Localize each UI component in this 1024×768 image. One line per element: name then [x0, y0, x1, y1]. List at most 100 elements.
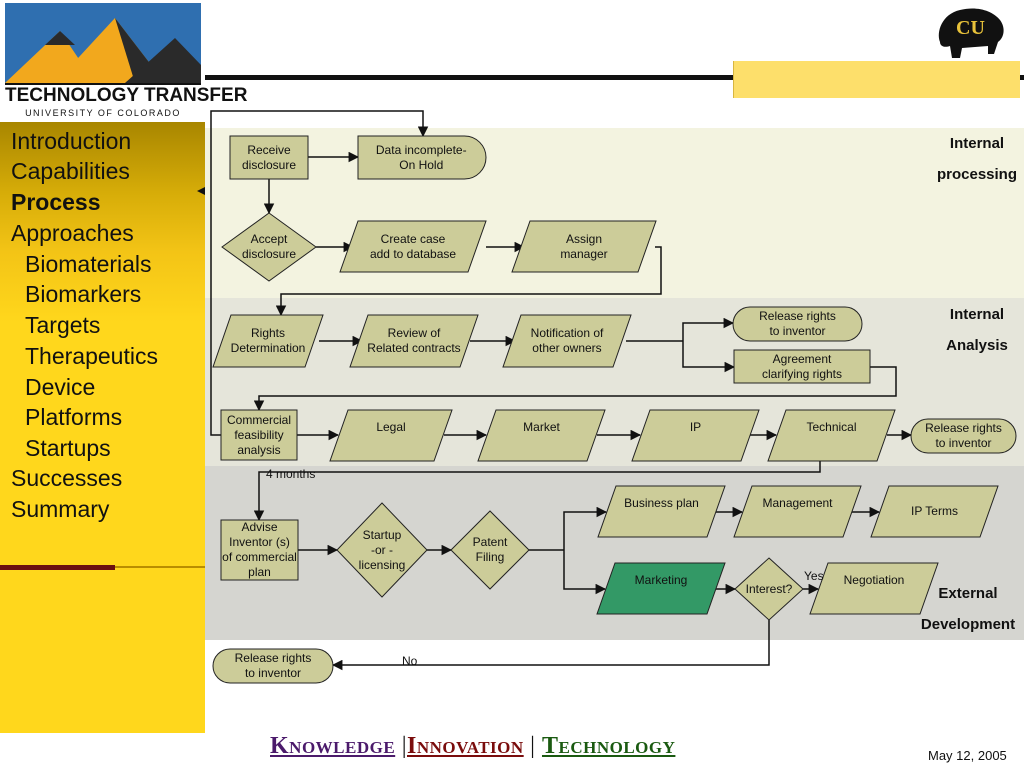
node-ip	[631, 409, 760, 462]
header-accent-box	[733, 61, 1020, 98]
cu-buffalo-logo: CU	[932, 2, 1008, 60]
node-label-line: Accept	[250, 232, 288, 246]
sidebar-item-device[interactable]: Device	[25, 374, 96, 400]
edge-interest-to-release-3	[331, 620, 770, 671]
node-notification-other-owners	[502, 314, 632, 368]
node-market	[477, 409, 606, 462]
node-label-line: Rights	[250, 326, 286, 340]
node-label-line: Notification of	[530, 326, 604, 340]
sidebar-divider-accent	[115, 566, 205, 568]
node-label-line: disclosure	[241, 247, 297, 261]
node-label-line: disclosure	[241, 157, 297, 172]
edge-return-loop	[210, 110, 429, 436]
edge-label-4-months: 4 months	[266, 467, 316, 481]
footer-separator: |	[401, 733, 407, 759]
sidebar-item-capabilities[interactable]: Capabilities	[11, 158, 130, 184]
node-release-rights-2	[910, 418, 1017, 454]
node-label-line: IP Terms	[911, 504, 958, 518]
sidebar-item-successes[interactable]: Successes	[11, 465, 123, 491]
node-label-line: plan	[248, 565, 271, 579]
sidebar-item-summary[interactable]: Summary	[11, 496, 110, 522]
node-label-line: manager	[560, 247, 608, 261]
edge-assign-to-rights	[275, 246, 662, 317]
header-rule	[205, 75, 1024, 80]
lane-label-line: Analysis	[946, 337, 1008, 354]
edge-branch-to-agreement	[682, 341, 736, 373]
node-label-line: Data incomplete-	[375, 142, 467, 157]
sidebar	[0, 122, 205, 733]
buffalo-icon: CU	[938, 8, 1004, 58]
footer-separator: |	[530, 733, 536, 759]
edge-patent-to-marketing	[563, 550, 607, 595]
svg-text:CU: CU	[956, 17, 985, 39]
node-label-line: Receive	[247, 142, 291, 157]
sidebar-item-therapeutics[interactable]: Therapeutics	[25, 343, 158, 369]
node-data-incomplete	[357, 135, 487, 180]
node-label-line: add to database	[369, 247, 457, 261]
sidebar-item-introduction[interactable]: Introduction	[11, 128, 132, 154]
node-label-line: to inventor	[244, 666, 302, 680]
node-label-line: IP	[689, 420, 702, 434]
node-patent-filing	[450, 510, 530, 590]
footer-knowledge: Knowledge	[270, 733, 396, 759]
node-create-case	[339, 220, 487, 273]
node-label-negotiation: Negotiation	[844, 573, 905, 588]
sidebar-item-targets[interactable]: Targets	[25, 312, 101, 338]
node-ip-terms	[870, 485, 999, 538]
node-label-data-incomplete: Data incomplete-On Hold	[376, 143, 467, 173]
logo-title: TECHNOLOGY TRANSFER	[5, 85, 248, 106]
node-rights-determination	[212, 314, 324, 368]
node-label-marketing: Marketing	[635, 573, 688, 588]
node-label-line: of commercial	[222, 550, 297, 564]
logo	[5, 3, 201, 120]
footer-innovation: Innovation	[407, 733, 524, 759]
node-label-ip-terms: IP Terms	[911, 504, 958, 519]
logo-subtitle: UNIVERSITY OF COLORADO	[25, 108, 181, 118]
node-legal	[329, 409, 453, 462]
lane-label-line: External	[938, 585, 998, 602]
node-label-line: Related contracts	[367, 341, 461, 355]
slide-date: May 12, 2005	[928, 748, 1007, 763]
node-label-line: Business plan	[624, 496, 699, 510]
node-negotiation	[809, 562, 939, 615]
node-label-line: Review of	[387, 326, 441, 340]
node-label-line: Technical	[806, 420, 857, 434]
sidebar-item-startups[interactable]: Startups	[25, 435, 111, 461]
sidebar-item-platforms[interactable]: Platforms	[25, 404, 123, 430]
node-label-line: Determination	[230, 341, 306, 355]
node-label-line: Filing	[475, 550, 505, 564]
node-accept-disclosure	[221, 212, 317, 282]
node-label-business-plan: Business plan	[624, 496, 699, 511]
node-label-line: Assign	[565, 232, 603, 246]
sidebar-item-process[interactable]: Process	[11, 189, 101, 215]
node-label-line: other owners	[532, 341, 602, 355]
node-label-startup-or-licensing: Startup-or -licensing	[359, 528, 406, 573]
node-label-line: Advise	[241, 520, 278, 534]
node-label-line: -or -	[370, 542, 393, 557]
sidebar-item-approaches[interactable]: Approaches	[11, 220, 134, 246]
node-label-interest: Interest?	[746, 582, 793, 597]
node-label-line: Release rights	[234, 651, 312, 665]
node-label-management: Management	[762, 496, 832, 511]
sidebar-item-biomarkers[interactable]: Biomarkers	[25, 281, 142, 307]
node-review-related-contracts	[349, 314, 479, 368]
lane-label-line: processing	[936, 166, 1018, 183]
edge-label-no: No	[402, 654, 418, 668]
node-label-line: to inventor	[769, 324, 826, 338]
node-label-line: to inventor	[935, 436, 992, 450]
node-label-line: analysis	[237, 442, 281, 457]
sidebar-item-biomaterials[interactable]: Biomaterials	[25, 251, 152, 277]
edge-technical-to-advise	[253, 461, 821, 522]
node-label-line: licensing	[358, 557, 406, 572]
node-receive-disclosure	[229, 135, 309, 180]
node-label-line: Marketing	[634, 573, 688, 587]
